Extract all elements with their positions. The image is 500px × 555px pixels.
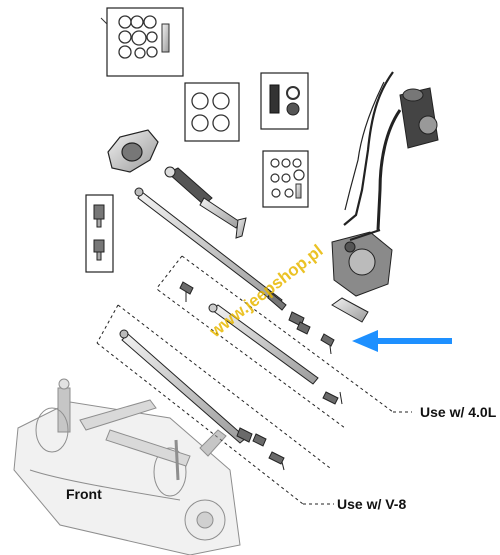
power-steering-hoses bbox=[343, 71, 402, 241]
label-front: Front bbox=[66, 486, 102, 502]
o-ring-kit-box bbox=[184, 82, 240, 142]
steering-knuckle bbox=[107, 129, 159, 173]
arrow-right-to-left-icon bbox=[352, 330, 452, 352]
tie-rod-ends bbox=[179, 281, 343, 471]
bracket-v8 bbox=[96, 304, 334, 505]
steering-gearbox bbox=[331, 231, 393, 297]
seal-kit-box bbox=[106, 7, 184, 77]
fittings-kit-box bbox=[262, 150, 309, 208]
tie-rod-upper bbox=[134, 187, 287, 311]
label-use-v8: Use w/ V-8 bbox=[337, 496, 407, 512]
label-use-4-0l: Use w/ 4.0L bbox=[420, 404, 497, 420]
steering-damper bbox=[164, 166, 247, 239]
power-steering-pump bbox=[399, 87, 439, 149]
drag-link bbox=[208, 303, 319, 385]
bearing-kit-box bbox=[260, 72, 309, 130]
callout-line bbox=[100, 17, 108, 25]
pitman-arm bbox=[331, 297, 369, 323]
ball-joint-box bbox=[85, 194, 114, 273]
front-axle-assembly bbox=[13, 378, 241, 555]
bracket-4-0l bbox=[156, 255, 412, 429]
